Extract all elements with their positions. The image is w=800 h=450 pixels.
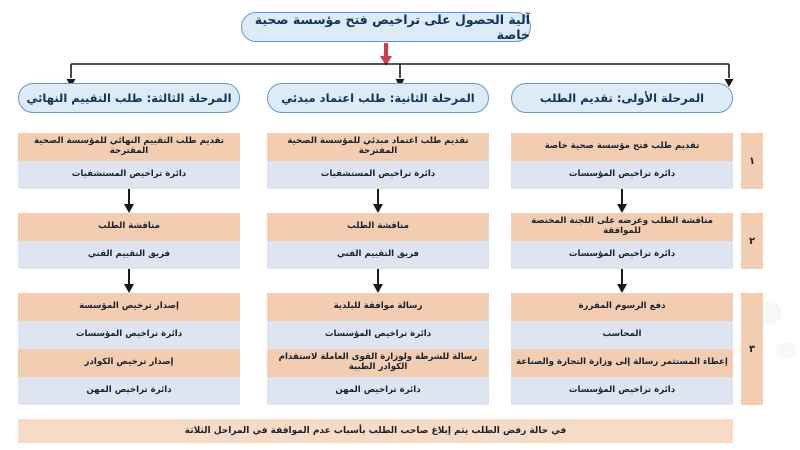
stage-header-2[interactable]: المرحلة الثانية: طلب اعتماد مبدئي bbox=[267, 83, 489, 113]
diagram-title: آلية الحصول على تراخيص فتح مؤسسة صحية خا… bbox=[241, 12, 531, 42]
step-action-cell: إصدار ترخيص الكوادر bbox=[18, 349, 240, 377]
down-arrow-icon bbox=[124, 189, 134, 213]
stage-header-1[interactable]: المرحلة الأولى: تقديم الطلب bbox=[511, 83, 733, 113]
step-actor-cell: المحاسب bbox=[511, 321, 733, 349]
step-block: رسالة موافقة للبلدية دائرة تراخيص المؤسس… bbox=[267, 293, 489, 405]
step-action-cell: تقديم طلب التقييم النهائي للمؤسسة الصحية… bbox=[18, 133, 240, 161]
step-actor-cell: دائرة تراخيص المؤسسات bbox=[267, 321, 489, 349]
step-actor-cell: دائرة تراخيص المؤسسات bbox=[511, 161, 733, 189]
steps-grid: تقديم طلب فتح مؤسسة صحية خاصة دائرة تراخ… bbox=[0, 133, 800, 405]
down-arrow-icon bbox=[373, 269, 383, 293]
step-block: دفع الرسوم المقررة المحاسب إعطاء المستثم… bbox=[511, 293, 733, 405]
footer-note: في حالة رفض الطلب يتم إبلاغ صاحب الطلب ب… bbox=[18, 419, 733, 443]
step-block: تقديم طلب فتح مؤسسة صحية خاصة دائرة تراخ… bbox=[511, 133, 733, 189]
step-action-cell: دفع الرسوم المقررة bbox=[511, 293, 733, 321]
step-number-3: ٣ bbox=[741, 293, 763, 405]
step-action-cell: إصدار ترخيص المؤسسة bbox=[18, 293, 240, 321]
red-down-arrow-icon bbox=[380, 43, 392, 66]
step-block: مناقشة الطلب فريق التقييم الفني bbox=[18, 213, 240, 269]
step-action-cell: إعطاء المستثمر رسالة إلى وزارة التجارة و… bbox=[511, 349, 733, 377]
stage-header-3[interactable]: المرحلة الثالثة: طلب التقييم النهائي bbox=[18, 83, 240, 113]
step-action-cell: مناقشة الطلب bbox=[18, 213, 240, 241]
step-action-cell: رسالة للشرطة ولوزارة القوى العاملة لاستق… bbox=[267, 349, 489, 377]
step-action-cell: مناقشة الطلب وعرضه على اللجنة المختصة لل… bbox=[511, 213, 733, 241]
step-action-cell: مناقشة الطلب bbox=[267, 213, 489, 241]
step-number-1: ١ bbox=[741, 133, 763, 189]
down-arrow-icon bbox=[617, 189, 627, 213]
step-block: إصدار ترخيص المؤسسة دائرة تراخيص المؤسسا… bbox=[18, 293, 240, 405]
step-number-2: ٢ bbox=[741, 213, 763, 269]
step-block: تقديم طلب اعتماد مبدئي للمؤسسة الصحية ال… bbox=[267, 133, 489, 189]
step-actor-cell: دائرة تراخيص المستشفيات bbox=[18, 161, 240, 189]
step-actor-cell: دائرة تراخيص المؤسسات bbox=[511, 377, 733, 405]
step-action-cell: تقديم طلب اعتماد مبدئي للمؤسسة الصحية ال… bbox=[267, 133, 489, 161]
step-actor-cell: دائرة تراخيص المهن bbox=[18, 377, 240, 405]
down-arrow-icon bbox=[373, 189, 383, 213]
step-actor-cell: فريق التقييم الفني bbox=[18, 241, 240, 269]
step-block: مناقشة الطلب فريق التقييم الفني bbox=[267, 213, 489, 269]
step-actor-cell: دائرة تراخيص المؤسسات bbox=[18, 321, 240, 349]
step-block: تقديم طلب التقييم النهائي للمؤسسة الصحية… bbox=[18, 133, 240, 189]
step-action-cell: تقديم طلب فتح مؤسسة صحية خاصة bbox=[511, 133, 733, 161]
down-arrow-icon bbox=[124, 269, 134, 293]
step-action-cell: رسالة موافقة للبلدية bbox=[267, 293, 489, 321]
stage-header-row: المرحلة الأولى: تقديم الطلب المرحلة الثا… bbox=[0, 83, 800, 113]
down-arrow-icon bbox=[617, 269, 627, 293]
step-block: مناقشة الطلب وعرضه على اللجنة المختصة لل… bbox=[511, 213, 733, 269]
step-actor-cell: فريق التقييم الفني bbox=[267, 241, 489, 269]
step-actor-cell: دائرة تراخيص المؤسسات bbox=[511, 241, 733, 269]
step-actor-cell: دائرة تراخيص المستشفيات bbox=[267, 161, 489, 189]
step-actor-cell: دائرة تراخيص المهن bbox=[267, 377, 489, 405]
